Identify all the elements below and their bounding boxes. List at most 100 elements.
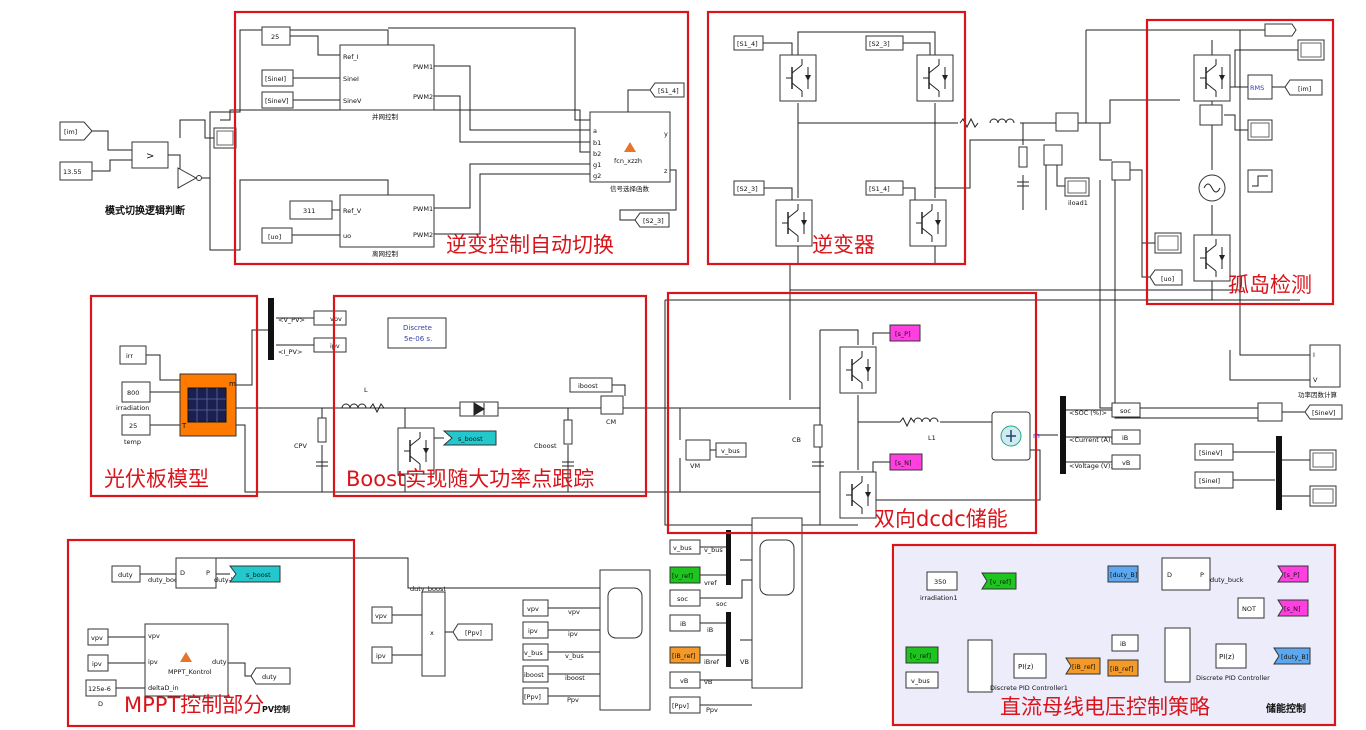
from-s23-top-tag[interactable] <box>865 35 904 51</box>
goto-iboost-tag[interactable] <box>569 377 613 393</box>
from-ibref-storage-tag[interactable] <box>1107 659 1139 677</box>
goto-vpv-tag[interactable] <box>313 310 347 326</box>
battery-bus-selector[interactable] <box>1060 396 1066 474</box>
from-s23-bottom-tag[interactable] <box>733 180 765 196</box>
from-s14-top-tag[interactable] <box>733 35 764 51</box>
rms-block[interactable] <box>1247 74 1273 100</box>
cb-resistor[interactable] <box>813 424 823 448</box>
grid-control-block[interactable] <box>339 44 435 111</box>
pv-bus-selector[interactable] <box>268 298 274 360</box>
from-sn-tag[interactable] <box>889 453 923 471</box>
goto-vbus-tag[interactable] <box>715 442 747 458</box>
scope1-from-vbus[interactable] <box>522 643 549 661</box>
dcdc-lower-switch[interactable] <box>839 471 877 519</box>
from-sinei-tag[interactable] <box>261 69 294 87</box>
from-vpv-ppv-tag[interactable] <box>371 606 393 624</box>
from-vref-storage-tag[interactable] <box>905 646 939 664</box>
dcdc-upper-switch[interactable] <box>839 346 877 394</box>
from-s14-bottom-tag[interactable] <box>865 180 904 196</box>
cpv-resistor[interactable] <box>317 417 327 443</box>
constant-d-block[interactable] <box>85 679 117 697</box>
igbt-s1[interactable] <box>779 54 817 102</box>
from-sboost-tag[interactable] <box>442 430 497 446</box>
load-resistor[interactable] <box>1018 146 1028 168</box>
goto-dutyb-tag[interactable] <box>1273 647 1311 665</box>
goto-sboost-tag[interactable] <box>229 565 281 583</box>
scope2-from-vbus[interactable] <box>669 539 701 555</box>
scope2-mux-1[interactable] <box>726 530 731 585</box>
igbt-s3[interactable] <box>775 199 813 247</box>
voltage-measure-block[interactable] <box>1043 144 1063 166</box>
goto-ibref-tag[interactable] <box>1065 657 1101 675</box>
powergui-block[interactable] <box>387 317 447 349</box>
scope2-from-vb[interactable] <box>669 671 701 689</box>
pid-controller-2[interactable] <box>1215 643 1247 669</box>
constant-350-block[interactable] <box>926 571 958 591</box>
goto-vb-tag[interactable] <box>1111 454 1141 470</box>
cm-block[interactable] <box>600 395 624 415</box>
sum-block-2[interactable] <box>1164 627 1191 683</box>
current-measure-block[interactable] <box>1055 112 1079 132</box>
step-block[interactable] <box>1247 169 1273 193</box>
from-vbus-storage-tag[interactable] <box>905 671 939 689</box>
from-sp-tag[interactable] <box>889 324 921 342</box>
scope1-from-iboost[interactable] <box>522 665 549 683</box>
scope1-from-ipv[interactable] <box>522 621 549 639</box>
constant-25-block[interactable] <box>261 26 291 46</box>
goto-im-tag[interactable] <box>1284 79 1323 96</box>
goto-s23-tag[interactable] <box>634 212 670 228</box>
not-block[interactable] <box>1237 597 1265 619</box>
pid-controller-1[interactable] <box>1013 653 1047 679</box>
l1-inductor[interactable] <box>899 417 939 428</box>
constant-311-block[interactable] <box>289 200 333 220</box>
sine-mux-bar[interactable] <box>1276 436 1282 510</box>
goto-ppv-tag[interactable] <box>452 623 493 641</box>
breaker-bottom[interactable] <box>1193 234 1231 282</box>
goto-s14-tag[interactable] <box>649 82 685 98</box>
from-vpv-mppt-tag[interactable] <box>87 628 109 646</box>
scope2-from-ib[interactable] <box>669 614 701 632</box>
from-dutyb-tag[interactable] <box>1107 565 1139 583</box>
goto-ipv-tag[interactable] <box>313 337 347 353</box>
from-sinev-right-tag[interactable] <box>1194 443 1234 461</box>
sum-block-1[interactable] <box>967 639 993 693</box>
from-uo-tag[interactable] <box>261 227 293 244</box>
product-block-v[interactable] <box>1111 161 1131 181</box>
goto-sp-tag[interactable] <box>1277 565 1309 583</box>
filter-resistor[interactable] <box>959 117 979 129</box>
island-control-block[interactable] <box>339 194 435 248</box>
from-duty-tag[interactable] <box>111 565 141 583</box>
igbt-s2[interactable] <box>916 54 954 102</box>
scope2-from-soc[interactable] <box>669 589 701 607</box>
goto-ib-tag[interactable] <box>1111 429 1141 445</box>
boost-inductor[interactable] <box>341 403 385 414</box>
goto-duty-tag[interactable] <box>250 667 291 685</box>
cboost-resistor[interactable] <box>563 419 573 445</box>
scope2-from-ibref[interactable] <box>669 646 701 664</box>
pwm-generator-block[interactable] <box>175 557 217 589</box>
from-ipv-mppt-tag[interactable] <box>87 654 109 672</box>
constant-temp-block[interactable] <box>121 414 151 436</box>
goto-soc-tag[interactable] <box>1111 402 1141 418</box>
not-gate-block[interactable] <box>177 167 198 189</box>
goto-top-tag[interactable] <box>1264 23 1297 37</box>
goto-sinev-tag[interactable] <box>1304 404 1343 420</box>
scope2-from-ppv[interactable] <box>669 696 701 714</box>
goto-sn-tag[interactable] <box>1277 599 1309 617</box>
ppv-product-block[interactable] <box>421 591 446 677</box>
goto-uo-tag[interactable] <box>1149 269 1183 286</box>
breaker-current-measure[interactable] <box>1199 104 1223 126</box>
from-ipv-ppv-tag[interactable] <box>371 646 393 664</box>
power-factor-block[interactable] <box>1309 344 1341 388</box>
filter-inductor[interactable] <box>989 118 1015 124</box>
igbt-s4[interactable] <box>909 199 947 247</box>
relational-operator-block[interactable] <box>131 141 169 169</box>
constant-800-block[interactable] <box>121 381 151 403</box>
from-sinei-right-tag[interactable] <box>1194 471 1234 489</box>
scope1-from-ppv[interactable] <box>522 687 549 705</box>
scope2-from-vref[interactable] <box>669 566 701 584</box>
from-im-tag[interactable] <box>59 121 93 141</box>
constant-1355-block[interactable] <box>59 161 93 181</box>
buck-pwm-block[interactable] <box>1161 557 1211 591</box>
scope2-mux-2[interactable] <box>726 612 731 667</box>
